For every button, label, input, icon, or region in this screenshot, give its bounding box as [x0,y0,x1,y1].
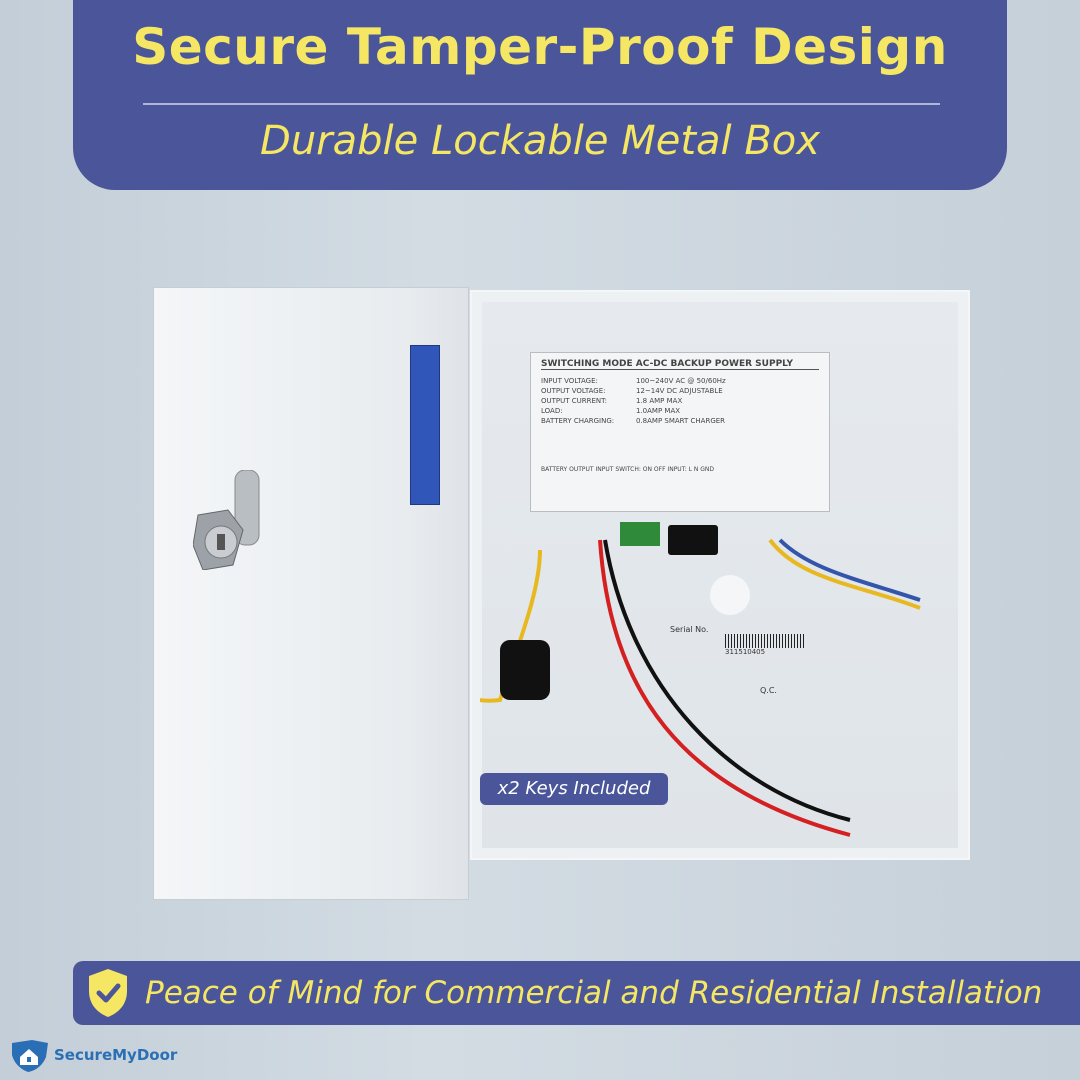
serial-title: Serial No. [670,625,709,634]
bottom-banner: Peace of Mind for Commercial and Residen… [73,961,1080,1025]
brand-logo: SecureMyDoor [8,1037,188,1073]
page-title: Secure Tamper-Proof Design [132,18,948,76]
spec-label: BATTERY CHARGING: [541,417,615,425]
header-banner: Secure Tamper-Proof Design Durable Locka… [73,0,1007,190]
wires [480,538,921,837]
spec-label: OUTPUT VOLTAGE: [541,387,606,395]
spec-label: INPUT VOLTAGE: [541,377,598,385]
house-shield-icon [12,1040,48,1072]
terminal-labels: BATTERY OUTPUT INPUT SWITCH: ON OFF INPU… [541,466,715,473]
psu-title: SWITCHING MODE AC-DC BACKUP POWER SUPPLY [541,359,819,370]
divider [143,103,940,105]
barcode [725,634,805,648]
rocker-switch [668,525,718,555]
spec-value: 12~14V DC ADJUSTABLE [636,387,723,395]
knockout-hole [710,575,750,615]
spec-value: 1.8 AMP MAX [636,397,683,405]
terminal-block [620,522,660,546]
keys-included-badge: x2 Keys Included [480,773,668,805]
shield-check-icon [89,969,127,1017]
key-icon [500,640,550,700]
power-supply-unit: SWITCHING MODE AC-DC BACKUP POWER SUPPLY… [530,352,830,512]
brand-name: SecureMyDoor [54,1046,178,1064]
spec-label: LOAD: [541,407,563,415]
cam-lock-icon [193,470,260,570]
serial-label: Serial No. 311510405 Q.C. [670,625,815,715]
spec-value: 0.8AMP SMART CHARGER [636,417,726,425]
page-subtitle: Durable Lockable Metal Box [260,118,820,164]
serial-number: 311510405 [725,648,766,656]
qc-label: Q.C. [760,686,777,695]
spec-label: OUTPUT CURRENT: [541,397,608,405]
spec-value: 1.0AMP MAX [636,407,681,415]
spec-value: 100~240V AC @ 50/60Hz [636,377,726,385]
tamper-switch-board [410,345,440,505]
